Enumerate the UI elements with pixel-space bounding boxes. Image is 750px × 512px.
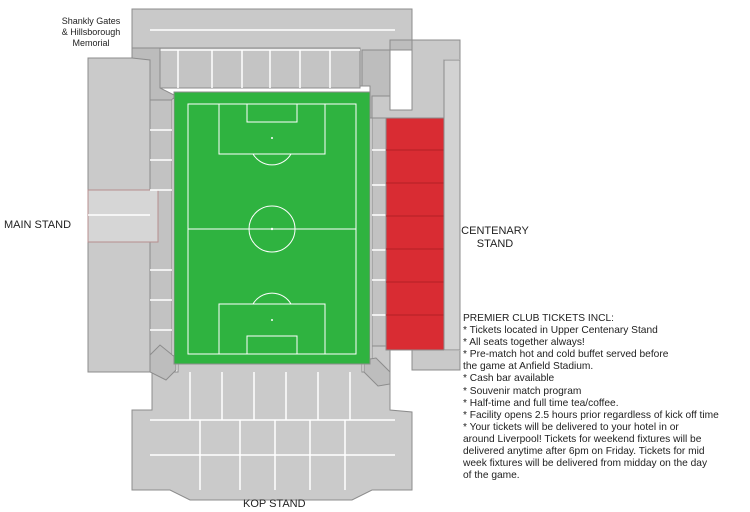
pitch-markings xyxy=(187,103,357,355)
ticket-info-item: the game at Anfield Stadium. xyxy=(463,361,594,373)
ticket-info-item: delivered anytime after 6pm on Friday. T… xyxy=(463,446,705,458)
ticket-info-item: week fixtures will be delivered from mid… xyxy=(463,458,708,470)
main-stand-section-lines xyxy=(88,129,172,331)
ticket-info-item: * Cash bar available xyxy=(463,373,555,385)
centenary-stand-label: CENTENARY STAND xyxy=(455,225,535,251)
football-pitch xyxy=(173,91,371,365)
ticket-info-item: of the game. xyxy=(463,470,520,482)
north-stand xyxy=(131,8,413,89)
south-penalty-spot xyxy=(271,319,273,321)
centenary-line-1: CENTENARY xyxy=(461,225,529,237)
ticket-info-item: * Your tickets will be delivered to your… xyxy=(463,421,679,433)
kop-stand-section-lines xyxy=(150,372,395,490)
main-stand-directors-box xyxy=(87,189,159,243)
ticket-info-item: * Tickets located in Upper Centenary Sta… xyxy=(463,325,658,337)
north-stand-section-lines xyxy=(150,29,395,88)
ticket-info-item: * Facility opens 2.5 hours prior regardl… xyxy=(463,409,719,421)
shankly-gates-label: Shankly Gates & Hillsborough Memorial xyxy=(48,16,134,49)
ticket-info-title: PREMIER CLUB TICKETS INCL: xyxy=(463,313,614,324)
centenary-line-2: STAND xyxy=(476,238,514,250)
kop-stand-label: KOP STAND xyxy=(243,498,306,510)
kop-stand xyxy=(131,344,413,501)
ticket-info-item: * Souvenir match program xyxy=(463,385,582,397)
kop-stand-outer xyxy=(131,363,413,501)
ticket-info-item: * Half-time and full time tea/coffee. xyxy=(463,397,619,409)
main-stand xyxy=(87,57,173,373)
memorial-line-2: & Hillsborough xyxy=(61,27,121,37)
centenary-stand xyxy=(371,39,461,373)
memorial-line-3: Memorial xyxy=(72,38,110,48)
ticket-info-panel: PREMIER CLUB TICKETS INCL: * Tickets loc… xyxy=(463,313,749,482)
upper-centenary-highlight xyxy=(385,117,445,351)
main-stand-label: MAIN STAND xyxy=(4,219,72,231)
centenary-outer-strip xyxy=(443,59,461,351)
ticket-info-item: * All seats together always! xyxy=(463,337,585,349)
centre-spot xyxy=(270,227,274,231)
ticket-info-list: * Tickets located in Upper Centenary Sta… xyxy=(463,325,749,482)
kop-west-corner xyxy=(149,344,177,381)
centenary-stand-lower xyxy=(371,117,387,347)
memorial-line-1: Shankly Gates xyxy=(61,16,121,26)
kop-east-corner xyxy=(363,357,391,387)
ticket-info-item: around Liverpool! Tickets for weekend fi… xyxy=(463,433,702,445)
north-penalty-spot xyxy=(271,137,273,139)
north-stand-lower xyxy=(159,47,361,89)
ticket-info-item: * Pre-match hot and cold buffet served b… xyxy=(463,349,669,361)
